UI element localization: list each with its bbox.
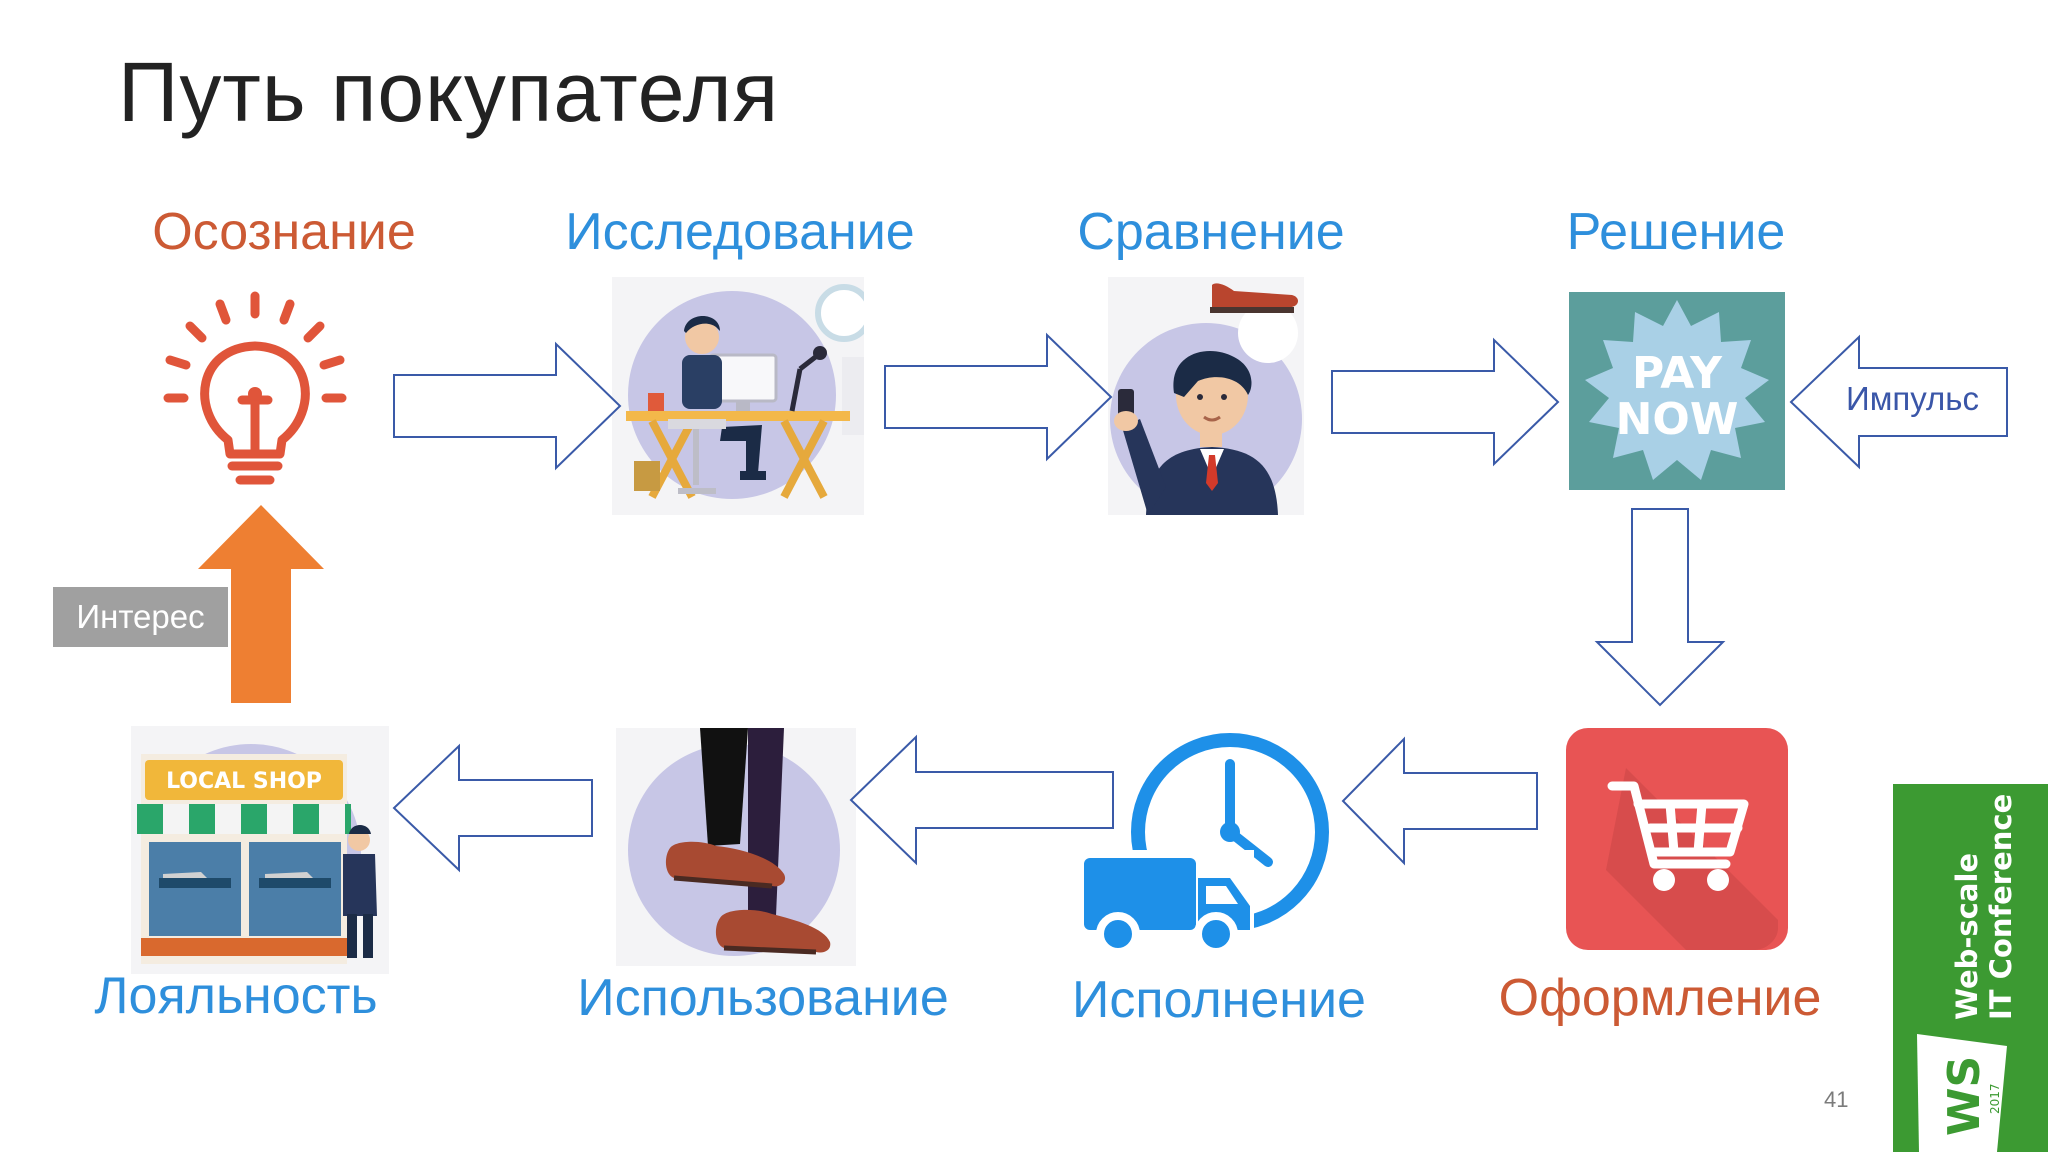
stage-label-comparison: Сравнение — [1077, 203, 1345, 261]
stage-label-research: Исследование — [565, 203, 915, 261]
arrow-research-to-comparison — [884, 332, 1113, 462]
badge-text-line1: Web-scale — [1950, 853, 1984, 1020]
stage-label-loyalty: Лояльность — [94, 967, 378, 1025]
arrow-checkout-to-fulfillment — [1341, 736, 1538, 866]
arrow-usage-to-loyalty — [392, 743, 593, 873]
stage-label-checkout: Оформление — [1498, 969, 1822, 1027]
slide-number: 41 — [1824, 1087, 1849, 1112]
pay-now-text-line1: PAY — [1632, 348, 1723, 399]
arrow-comparison-to-decision — [1331, 337, 1560, 467]
stage-label-awareness: Осознание — [152, 203, 416, 261]
conference-badge: Web-scale IT Conference WS 2017 — [1893, 784, 2048, 1152]
slide-title: Путь покупателя — [118, 45, 780, 139]
badge-year: 2017 — [1988, 1083, 2002, 1114]
arrow-impulse — [1789, 334, 2008, 470]
pay-now-text-line2: NOW — [1616, 394, 1739, 445]
lightbulb-icon — [160, 290, 350, 490]
arrow-awareness-to-research — [393, 341, 622, 471]
local-shop-icon: LOCAL SHOP — [131, 726, 389, 974]
shop-sign-text: LOCAL SHOP — [166, 769, 322, 794]
shopping-cart-icon — [1566, 728, 1788, 950]
stage-label-usage: Использование — [577, 969, 949, 1027]
arrow-decision-to-checkout — [1594, 508, 1726, 707]
person-at-desk-icon — [612, 277, 864, 515]
arrow-fulfillment-to-usage — [849, 734, 1114, 866]
stage-label-fulfillment: Исполнение — [1072, 971, 1366, 1029]
interest-label: Интерес — [53, 587, 228, 647]
arrow-interest — [198, 505, 324, 703]
walking-feet-icon — [616, 728, 856, 966]
delivery-truck-clock-icon — [1078, 728, 1334, 966]
badge-logo: WS — [1939, 1056, 1990, 1136]
impulse-label: Импульс — [1846, 380, 1979, 417]
stage-label-decision: Решение — [1566, 203, 1786, 261]
person-with-phone-icon — [1108, 277, 1304, 515]
pay-now-badge-icon: PAY NOW — [1569, 292, 1785, 490]
badge-text-line2: IT Conference — [1984, 794, 2018, 1020]
